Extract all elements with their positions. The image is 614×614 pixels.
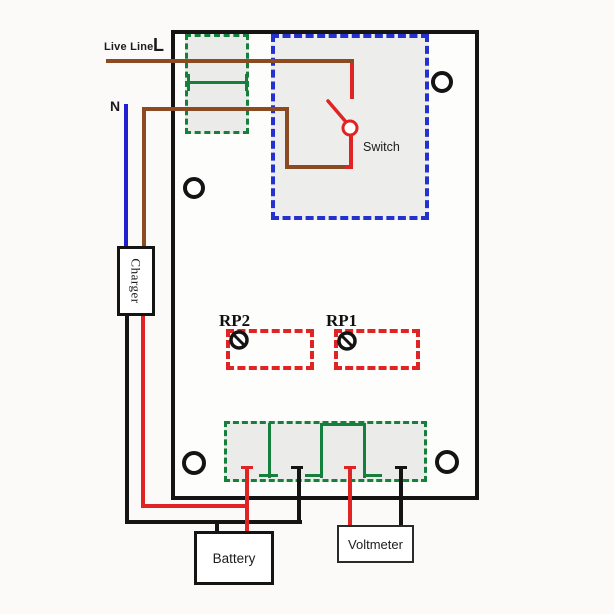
neutral-letter-label: N	[110, 98, 121, 114]
switch-label: Switch	[363, 140, 400, 154]
switched-live-wire	[142, 107, 289, 111]
switch-return-wire	[285, 165, 347, 169]
mains-terminal-bar-cap	[187, 74, 190, 91]
mains-terminal-block	[185, 34, 249, 134]
rp2-label: RP2	[219, 311, 251, 330]
positive-wire	[141, 312, 145, 508]
terminal-divider	[268, 423, 271, 478]
mounting-hole-icon	[431, 71, 453, 93]
switch-top-wire	[350, 63, 354, 99]
negative-bus-wire	[125, 520, 302, 524]
terminal-lug	[241, 466, 253, 469]
switch-bottom-wire	[349, 134, 353, 168]
terminal-lug	[344, 466, 356, 469]
live-line-label: Live Line	[104, 41, 154, 53]
charger-box: Charger	[117, 246, 155, 316]
terminal-divider-top	[320, 423, 366, 426]
trimmer-rp2-zone	[226, 329, 314, 370]
terminal-divider	[320, 423, 323, 478]
voltmeter-box: Voltmeter	[337, 525, 414, 563]
open-switch-icon	[326, 99, 359, 137]
mains-terminal-bar-cap	[245, 74, 248, 91]
terminal-divider-foot	[259, 474, 278, 477]
live-wire-horizontal	[106, 59, 354, 63]
neutral-wire	[124, 104, 128, 248]
live-letter-label: L	[153, 35, 164, 55]
battery-positive-wire	[245, 468, 249, 533]
charger-label: Charger	[129, 258, 145, 304]
negative-wire	[125, 312, 129, 524]
terminal-lug	[395, 466, 407, 469]
mounting-hole-icon	[435, 450, 459, 474]
mounting-hole-icon	[183, 177, 205, 199]
battery-box: Battery	[194, 531, 274, 585]
rp1-adjust-screw-icon	[337, 331, 357, 351]
terminal-negative-wire	[297, 468, 301, 524]
voltmeter-label: Voltmeter	[348, 536, 403, 552]
terminal-divider-foot	[363, 474, 382, 477]
mounting-hole-icon	[182, 451, 206, 475]
terminal-lug	[291, 466, 303, 469]
switch-return-wire	[285, 107, 289, 169]
terminal-divider-foot	[305, 474, 323, 477]
trimmer-rp1-zone	[334, 329, 420, 370]
positive-bus-wire	[141, 504, 249, 508]
voltmeter-negative-wire	[399, 468, 403, 527]
terminal-divider	[363, 423, 366, 478]
rp2-adjust-screw-icon	[229, 330, 249, 350]
switched-live-wire	[142, 107, 146, 248]
battery-label: Battery	[212, 550, 256, 566]
rp1-label: RP1	[326, 311, 358, 330]
mains-terminal-bar	[187, 81, 248, 84]
output-terminal-block	[224, 421, 427, 482]
voltmeter-positive-wire	[348, 468, 352, 527]
battery-negative-wire	[215, 520, 219, 533]
switch-return-wire-red	[345, 165, 353, 169]
